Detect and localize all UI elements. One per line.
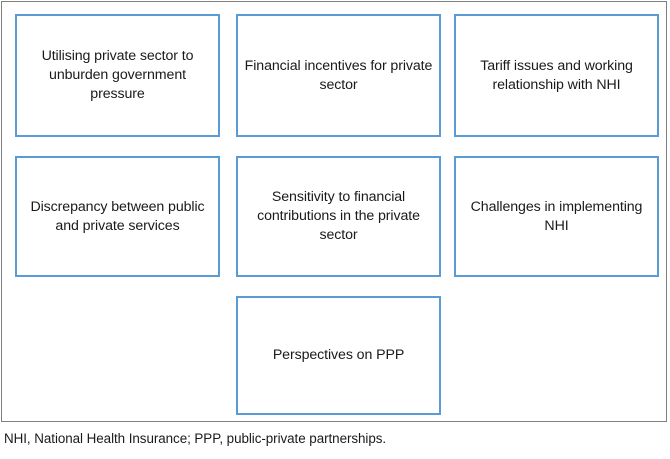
theme-box-tariff-issues: Tariff issues and working relationship w…	[454, 14, 659, 137]
theme-box-label: Discrepancy between public and private s…	[30, 198, 205, 234]
theme-box-sensitivity: Sensitivity to financial contributions i…	[236, 156, 441, 277]
theme-box-label: Financial incentives for private sector	[244, 57, 433, 93]
theme-box-label: Perspectives on PPP	[272, 347, 405, 363]
theme-box-label: Tariff issues and working relationship w…	[480, 57, 633, 93]
theme-box-discrepancy: Discrepancy between public and private s…	[15, 156, 220, 277]
theme-box-financial-incentives: Financial incentives for private sector	[236, 14, 441, 137]
theme-box-challenges: Challenges in implementing NHI	[454, 156, 659, 277]
theme-box-label: Utilising private sector to unburden gov…	[41, 48, 194, 102]
theme-box-label: Challenges in implementing NHI	[470, 198, 643, 234]
theme-box-utilising-private-sector: Utilising private sector to unburden gov…	[15, 14, 220, 137]
diagram-frame: Utilising private sector to unburden gov…	[1, 1, 667, 422]
figure-caption: NHI, National Health Insurance; PPP, pub…	[4, 431, 387, 446]
theme-box-label: Sensitivity to financial contributions i…	[257, 189, 420, 243]
theme-box-perspectives: Perspectives on PPP	[236, 296, 441, 415]
